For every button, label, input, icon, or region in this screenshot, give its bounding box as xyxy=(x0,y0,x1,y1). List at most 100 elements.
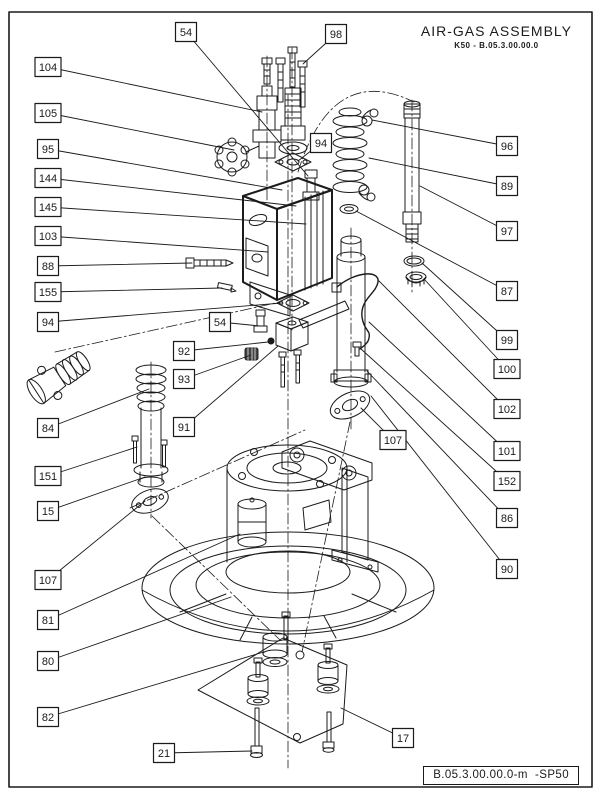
callout-label: 105 xyxy=(39,108,57,120)
title-block: AIR-GAS ASSEMBLY K50 - B.05.3.00.00.0 xyxy=(421,23,572,51)
callout-21: 21 xyxy=(154,744,175,763)
callout-15: 15 xyxy=(38,502,59,521)
top-bolts xyxy=(276,47,307,107)
callout-155: 155 xyxy=(35,283,61,302)
callout-box xyxy=(35,198,61,217)
dome-base xyxy=(142,532,434,644)
leader-line-105 xyxy=(48,113,234,150)
callout-label: 100 xyxy=(498,364,516,376)
callout-box xyxy=(497,331,518,350)
leader-line-104 xyxy=(48,67,262,112)
callout-box xyxy=(38,140,59,159)
leader-line-90 xyxy=(371,396,507,569)
base-mounts xyxy=(198,612,347,758)
callout-box xyxy=(38,257,59,276)
callout-96: 96 xyxy=(497,137,518,156)
callout-103: 103 xyxy=(35,227,61,246)
leader-line-93 xyxy=(184,355,251,379)
leader-line-80 xyxy=(48,597,231,661)
callout-89: 89 xyxy=(497,177,518,196)
bolt xyxy=(132,436,138,463)
callout-label: 104 xyxy=(39,62,57,74)
hose-coupling xyxy=(21,343,97,411)
bellows xyxy=(333,108,378,214)
callout-80: 80 xyxy=(38,652,59,671)
callout-box xyxy=(38,708,59,727)
callout-label: 54 xyxy=(214,317,226,329)
callout-box xyxy=(494,360,520,379)
link-arm xyxy=(299,301,349,328)
callout-84: 84 xyxy=(38,419,59,438)
callout-107: 107 xyxy=(35,571,61,590)
callout-label: 155 xyxy=(39,287,57,299)
callout-box xyxy=(35,58,61,77)
callout-label: 86 xyxy=(501,513,513,525)
leader-line-101 xyxy=(369,322,507,451)
leader-line-99 xyxy=(422,263,507,340)
callout-box xyxy=(210,313,231,332)
callout-101: 101 xyxy=(494,442,520,461)
callout-box xyxy=(497,222,518,241)
base-plate xyxy=(198,638,347,743)
callout-label: 94 xyxy=(42,317,54,329)
ring-nut xyxy=(406,272,426,286)
callout-box xyxy=(174,418,195,437)
callout-81: 81 xyxy=(38,611,59,630)
callout-box xyxy=(494,472,520,491)
callout-box xyxy=(38,313,59,332)
callout-box xyxy=(35,169,61,188)
callout-box xyxy=(311,134,332,153)
callout-box xyxy=(38,652,59,671)
wire-clip-bottom xyxy=(359,185,375,201)
callout-label: 96 xyxy=(501,141,513,153)
callout-107: 107 xyxy=(380,431,406,450)
air-cylinder xyxy=(299,236,378,425)
callout-label: 97 xyxy=(501,226,513,238)
callout-54: 54 xyxy=(210,313,231,332)
bolt xyxy=(288,47,297,87)
callout-label: 54 xyxy=(180,27,192,39)
isolator-right xyxy=(317,644,339,752)
callout-label: 89 xyxy=(501,181,513,193)
callout-label: 87 xyxy=(501,286,513,298)
sheet-border xyxy=(9,12,592,787)
manifold-assembly xyxy=(245,295,309,387)
bolt xyxy=(161,440,167,467)
callout-label: 94 xyxy=(315,138,327,150)
small-cylinder xyxy=(238,498,266,547)
callout-label: 145 xyxy=(39,202,57,214)
callout-90: 90 xyxy=(497,560,518,579)
gas-tube xyxy=(403,101,426,286)
leader-line-92 xyxy=(184,342,268,351)
callout-label: 92 xyxy=(178,346,190,358)
callout-box xyxy=(35,283,61,302)
leader-line-82 xyxy=(48,651,267,717)
callout-label: 95 xyxy=(42,144,54,156)
callout-144: 144 xyxy=(35,169,61,188)
callout-box xyxy=(380,431,406,450)
bleed-fitting xyxy=(254,310,267,332)
callout-box xyxy=(174,342,195,361)
muffler-assembly xyxy=(128,365,171,518)
callout-box xyxy=(497,282,518,301)
callout-93: 93 xyxy=(174,370,195,389)
leader-line-94 xyxy=(48,303,282,322)
wire-clip-top xyxy=(362,109,378,126)
leader-line-107 xyxy=(48,501,145,580)
callout-102: 102 xyxy=(494,400,520,419)
callout-box xyxy=(497,137,518,156)
isolator-top xyxy=(263,633,287,667)
callout-label: 99 xyxy=(501,335,513,347)
callout-17: 17 xyxy=(393,729,414,748)
callout-label: 102 xyxy=(498,404,516,416)
o-ring xyxy=(404,256,424,266)
callout-82: 82 xyxy=(38,708,59,727)
callout-label: 144 xyxy=(39,173,57,185)
leader-line-152 xyxy=(361,349,507,481)
callout-box xyxy=(326,25,347,44)
callout-label: 82 xyxy=(42,712,54,724)
leader-line-87 xyxy=(356,211,507,291)
callout-105: 105 xyxy=(35,104,61,123)
leader-line-81 xyxy=(48,534,240,620)
